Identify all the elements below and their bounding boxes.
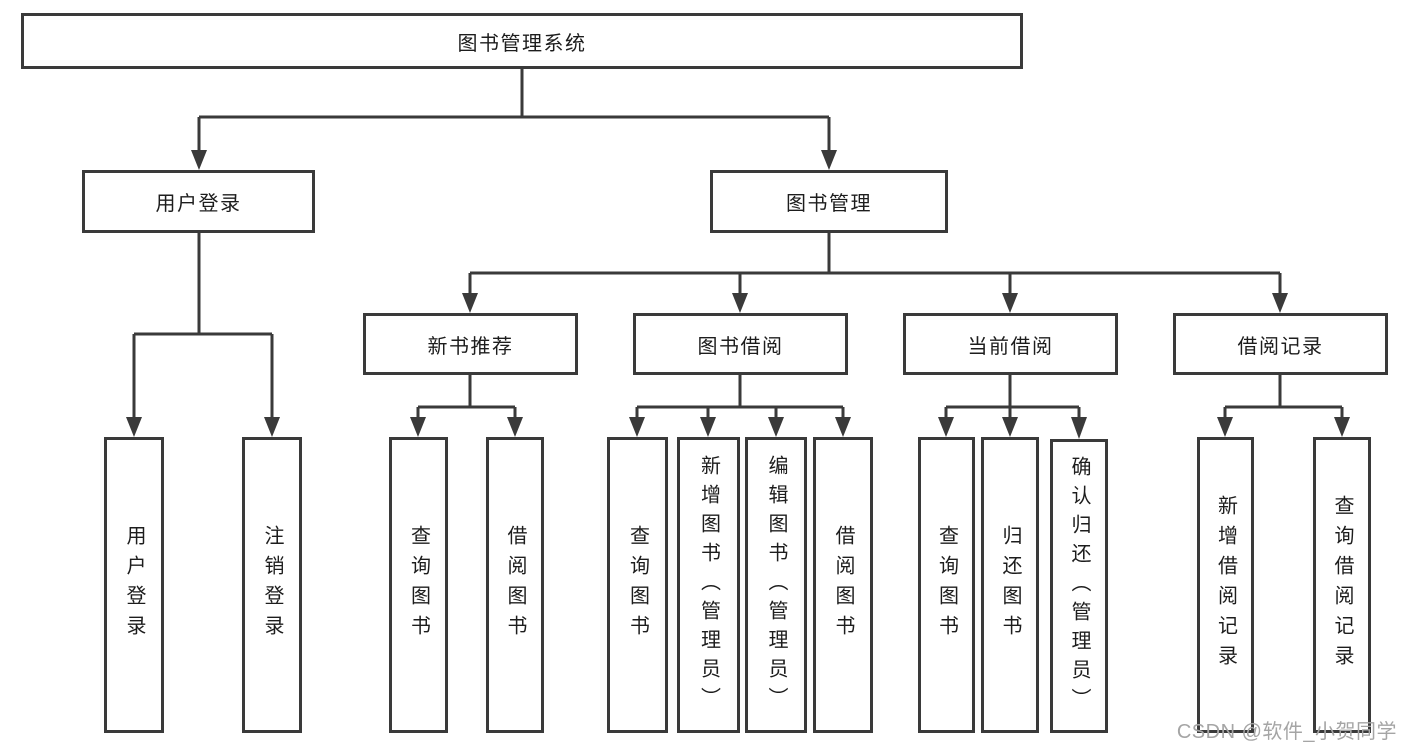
csdn-watermark: CSDN @软件_小贺同学 <box>1176 721 1397 743</box>
connector-borrow-records <box>1223 375 1344 419</box>
leaf-nbr-query-books: 查询图书 <box>389 437 448 733</box>
leaf-bb-borrow-books: 借阅图书 <box>813 437 873 733</box>
leaf-logout: 注销登录 <box>242 437 302 733</box>
leaf-bb-edit-books-admin-label: 编辑图书（管理员） <box>765 454 787 716</box>
leaf-cb-confirm-return-admin-label: 确认归还（管理员） <box>1068 455 1090 717</box>
leaf-cb-return-books-label: 归还图书 <box>999 525 1021 645</box>
connector-current-borrow <box>944 375 1081 419</box>
node-book-management-label: 图书管理 <box>786 193 872 215</box>
leaf-bb-add-books-admin: 新增图书（管理员） <box>677 437 740 733</box>
leaf-bb-edit-books-admin: 编辑图书（管理员） <box>745 437 807 733</box>
node-borrow-records: 借阅记录 <box>1173 313 1388 375</box>
node-new-book-recommend: 新书推荐 <box>363 313 578 375</box>
node-book-borrow: 图书借阅 <box>633 313 848 375</box>
leaf-logout-label: 注销登录 <box>261 525 283 645</box>
node-current-borrow: 当前借阅 <box>903 313 1118 375</box>
connector-book-borrow <box>635 375 845 419</box>
leaf-bb-borrow-books-label: 借阅图书 <box>832 525 854 645</box>
leaf-nbr-borrow-books-label: 借阅图书 <box>504 525 526 645</box>
leaf-user-login: 用户登录 <box>104 437 164 733</box>
arrowheads <box>126 150 1350 439</box>
node-new-book-recommend-label: 新书推荐 <box>427 335 514 358</box>
leaf-br-query-record-label: 查询借阅记录 <box>1331 495 1353 675</box>
node-user-login: 用户登录 <box>82 170 315 233</box>
leaf-cb-query-books-label: 查询图书 <box>935 525 958 645</box>
leaf-bb-add-books-admin-label: 新增图书（管理员） <box>697 454 720 716</box>
leaf-bb-query-books-label: 查询图书 <box>626 525 649 645</box>
connector-book-management <box>468 233 1282 295</box>
node-current-borrow-label: 当前借阅 <box>967 335 1054 358</box>
node-book-management: 图书管理 <box>710 170 948 233</box>
connector-user-login <box>132 233 274 419</box>
connector-new-book-recommend <box>416 375 517 419</box>
leaf-nbr-borrow-books: 借阅图书 <box>486 437 544 733</box>
node-book-borrow-label: 图书借阅 <box>697 335 784 358</box>
leaf-cb-query-books: 查询图书 <box>918 437 975 733</box>
node-borrow-records-label: 借阅记录 <box>1237 335 1324 358</box>
connector-root <box>197 69 831 152</box>
leaf-cb-return-books: 归还图书 <box>981 437 1039 733</box>
leaf-nbr-query-books-label: 查询图书 <box>407 525 430 645</box>
leaf-br-add-record-label: 新增借阅记录 <box>1214 495 1237 675</box>
node-root: 图书管理系统 <box>21 13 1023 69</box>
node-user-login-label: 用户登录 <box>155 193 242 215</box>
leaf-bb-query-books: 查询图书 <box>607 437 668 733</box>
leaf-br-add-record: 新增借阅记录 <box>1197 437 1254 733</box>
leaf-br-query-record: 查询借阅记录 <box>1313 437 1371 733</box>
leaf-user-login-label: 用户登录 <box>123 525 145 645</box>
leaf-cb-confirm-return-admin: 确认归还（管理员） <box>1050 439 1108 733</box>
node-root-label: 图书管理系统 <box>457 32 587 55</box>
